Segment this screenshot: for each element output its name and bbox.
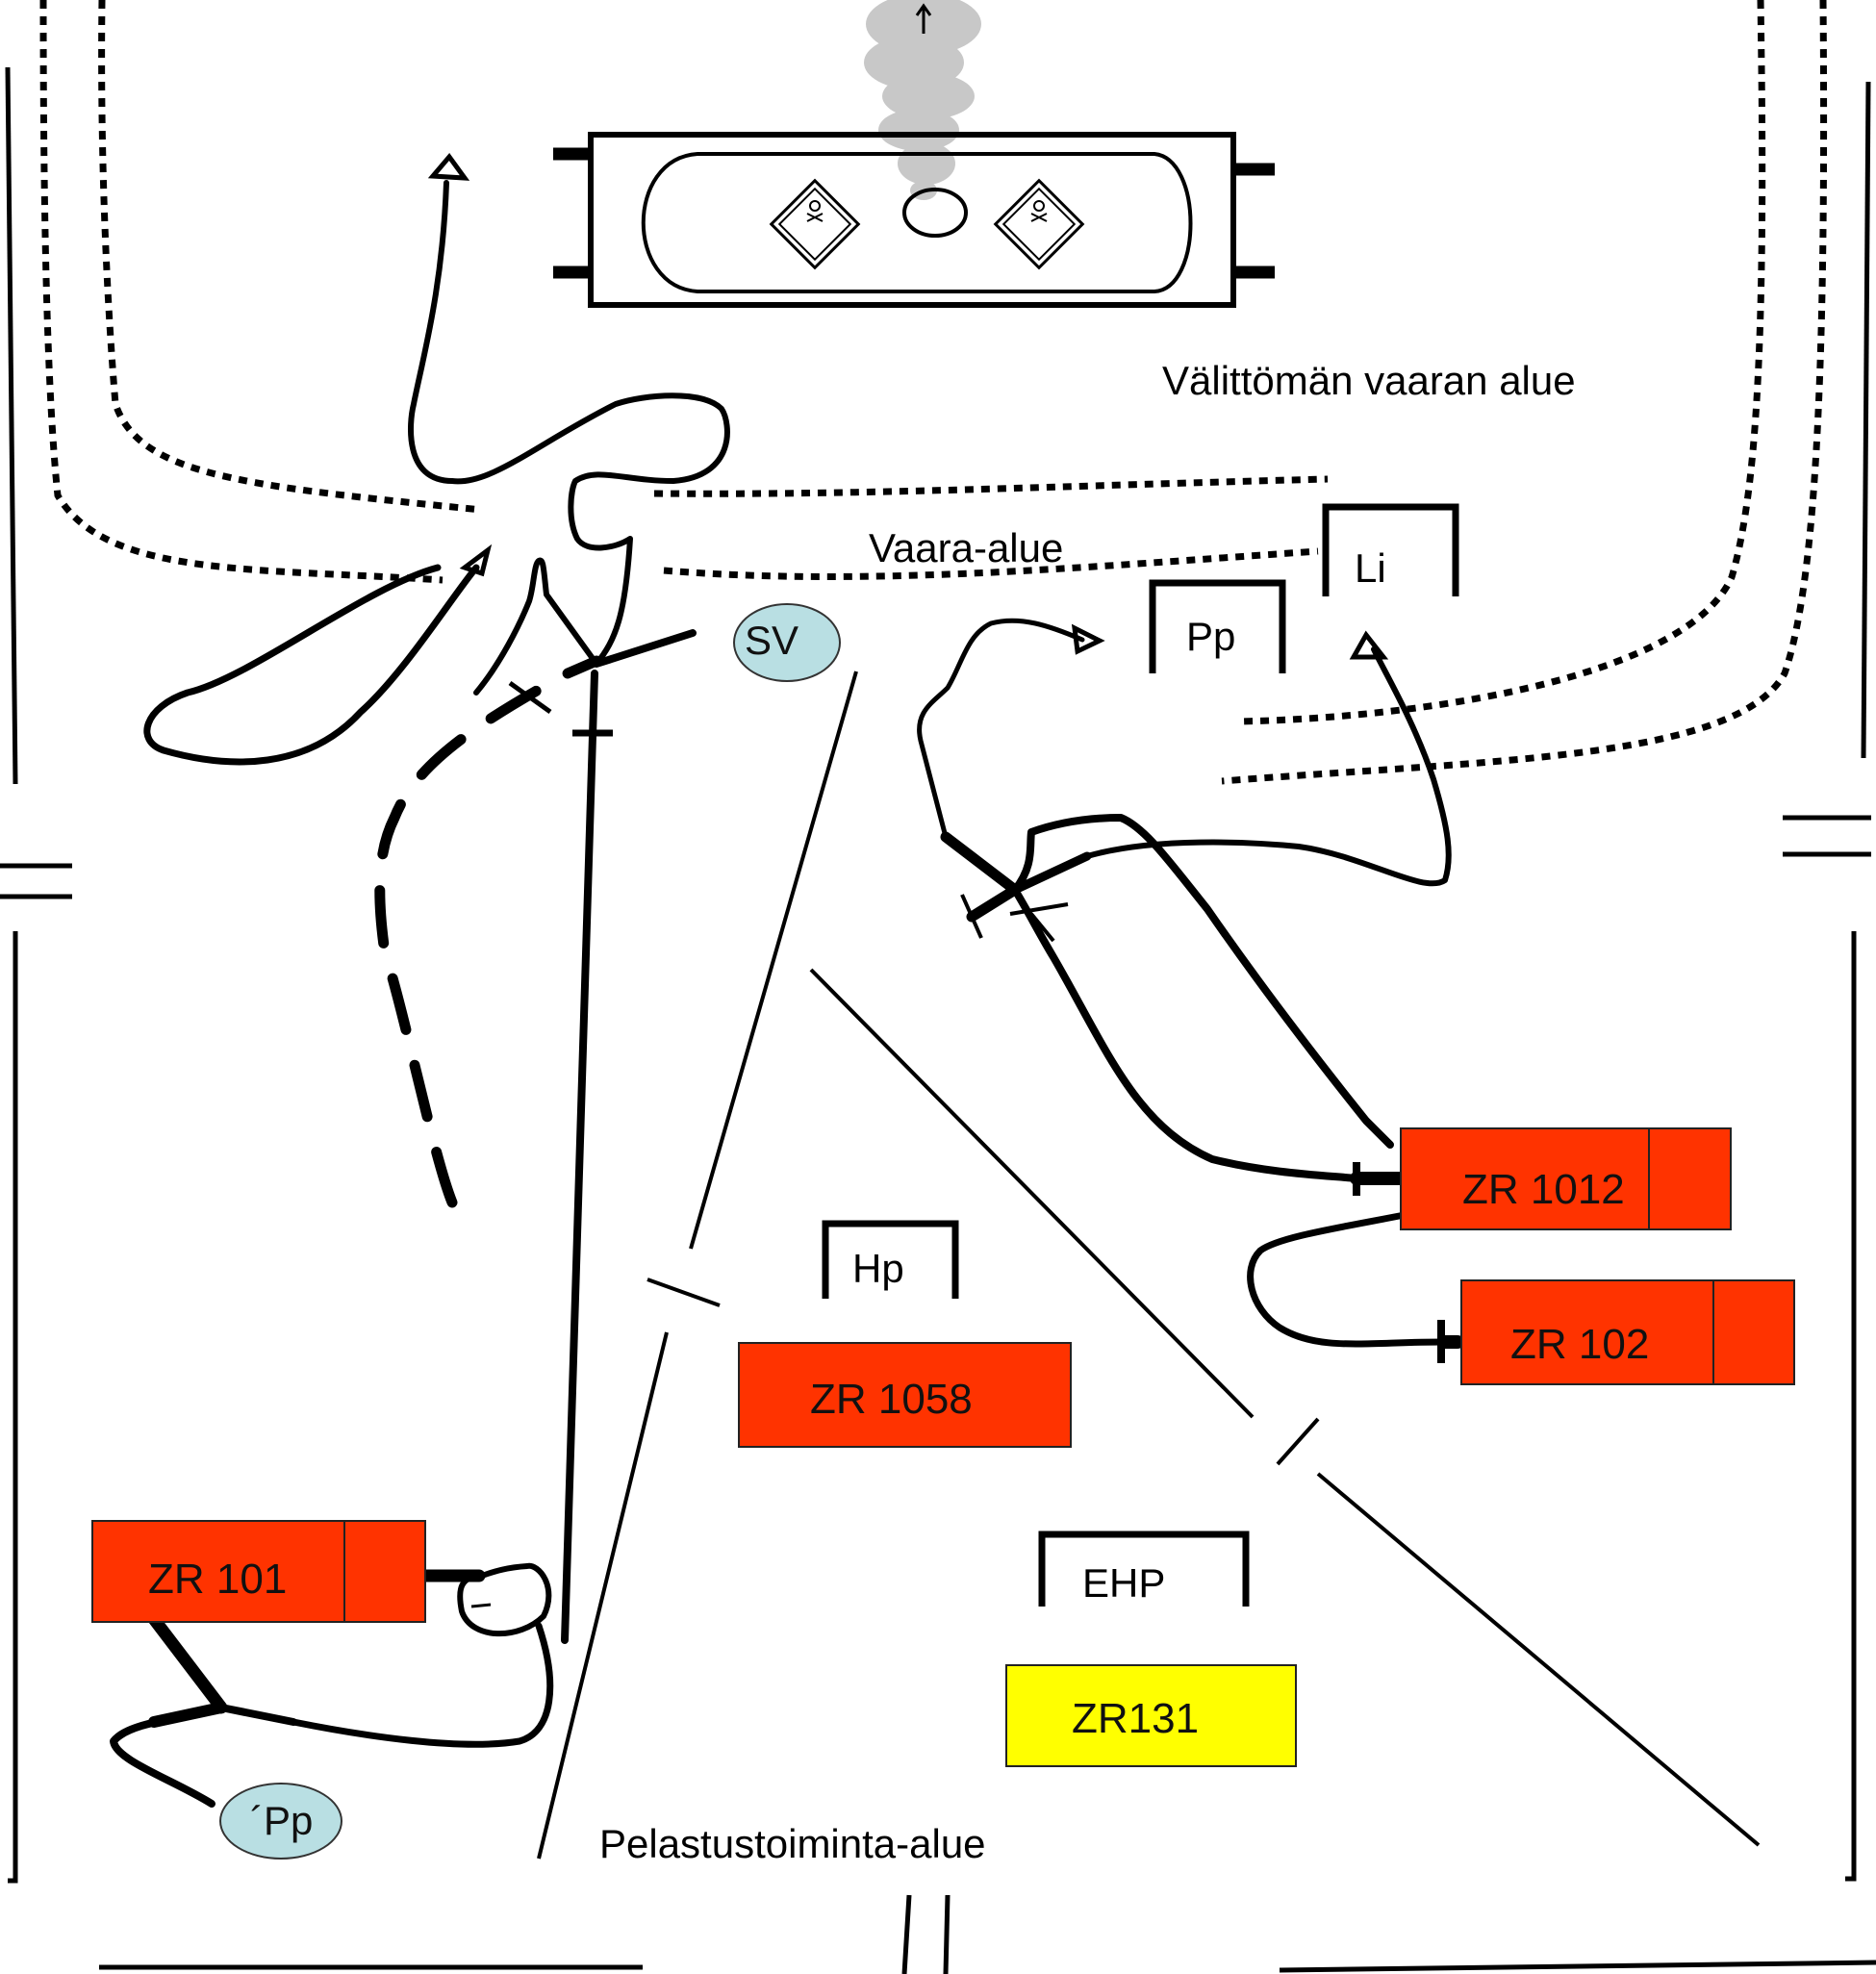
hose-line <box>1011 886 1360 1182</box>
bracket-li <box>1322 503 1459 596</box>
hose-line <box>148 1702 227 1728</box>
sector-lines <box>537 671 1761 1860</box>
hose-line <box>290 1622 554 1748</box>
arrowheads <box>427 152 1389 660</box>
vehicle-label: ZR 101 <box>148 1556 288 1603</box>
position-label-ehp: EHP <box>1082 1560 1166 1606</box>
arrow-up-right-icon <box>459 544 493 577</box>
pp-lower-marker: ´Pp <box>219 1783 342 1860</box>
coupling-mark <box>508 680 552 715</box>
bracket-hp <box>822 1220 959 1299</box>
vehicle-cab-divider <box>343 1522 345 1621</box>
vehicle-zr-1012: ZR 1012 <box>1400 1127 1732 1230</box>
coupling-mark <box>960 894 983 939</box>
hose-line <box>966 884 1021 923</box>
hose-line <box>1084 646 1452 887</box>
hose-line <box>561 670 598 1644</box>
arrow-up-icon <box>427 152 470 181</box>
hose-line <box>147 1612 228 1714</box>
hose-line <box>593 629 697 668</box>
zone-label-rescue-operations: Pelastustoiminta-alue <box>599 1821 986 1866</box>
zone-boundaries <box>39 0 1828 785</box>
vehicle-label: ZR 1012 <box>1462 1166 1625 1213</box>
zone-label-danger: Vaara-alue <box>869 525 1064 570</box>
tank-wagon-icon <box>553 132 1275 308</box>
vehicle-label: ZR 102 <box>1510 1321 1650 1368</box>
hose-line <box>1011 814 1394 1149</box>
hose-line <box>143 564 480 766</box>
zone-label-immediate-danger: Välittömän vaaran alue <box>1162 358 1576 403</box>
vehicle-zr-1058: ZR 1058 <box>738 1342 1072 1448</box>
pp-lower-label: ´Pp <box>250 1798 314 1843</box>
hose-line <box>374 668 573 1208</box>
road-edges <box>0 66 1876 1974</box>
hose-line <box>1247 1208 1447 1348</box>
wind-arrow-icon <box>915 3 932 34</box>
hose-lines <box>110 180 1464 1808</box>
position-label-hp: Hp <box>852 1246 904 1291</box>
arrow-right-icon <box>1071 623 1105 655</box>
hose-couplings <box>470 680 1445 1608</box>
vehicle-cab-divider <box>1648 1129 1650 1228</box>
arrow-up-icon <box>1349 630 1389 660</box>
position-label-pp: Pp <box>1186 614 1236 659</box>
vehicle-zr131: ZR131 <box>1005 1664 1297 1767</box>
toxic-gas-diamond-icon <box>993 178 1085 270</box>
hose-line <box>940 831 1021 896</box>
vehicle-zr-101: ZR 101 <box>91 1520 426 1623</box>
hose-line <box>457 1562 552 1637</box>
coupling-mark <box>470 1603 492 1608</box>
position-label-li: Li <box>1355 545 1386 591</box>
coupling-mark <box>1029 912 1055 943</box>
vehicle-label: ZR131 <box>1072 1695 1200 1742</box>
hose-line <box>562 655 602 679</box>
bracket-ehp <box>1038 1531 1250 1607</box>
hose-line <box>408 180 730 667</box>
sv-marker: SV <box>733 603 841 682</box>
vehicle-label: ZR 1058 <box>810 1376 973 1423</box>
hose-line <box>217 1704 297 1726</box>
vehicle-zr-102: ZR 102 <box>1460 1279 1795 1385</box>
vehicle-cab-divider <box>1712 1281 1714 1383</box>
sv-label: SV <box>745 618 799 663</box>
coupling-mark <box>1009 902 1069 916</box>
toxic-gas-diamond-icon <box>769 178 861 270</box>
position-brackets <box>822 503 1459 1607</box>
hose-line <box>473 557 599 696</box>
hose-line <box>917 618 1085 840</box>
hose-line <box>1010 851 1092 895</box>
bracket-pp-upper <box>1149 579 1286 673</box>
